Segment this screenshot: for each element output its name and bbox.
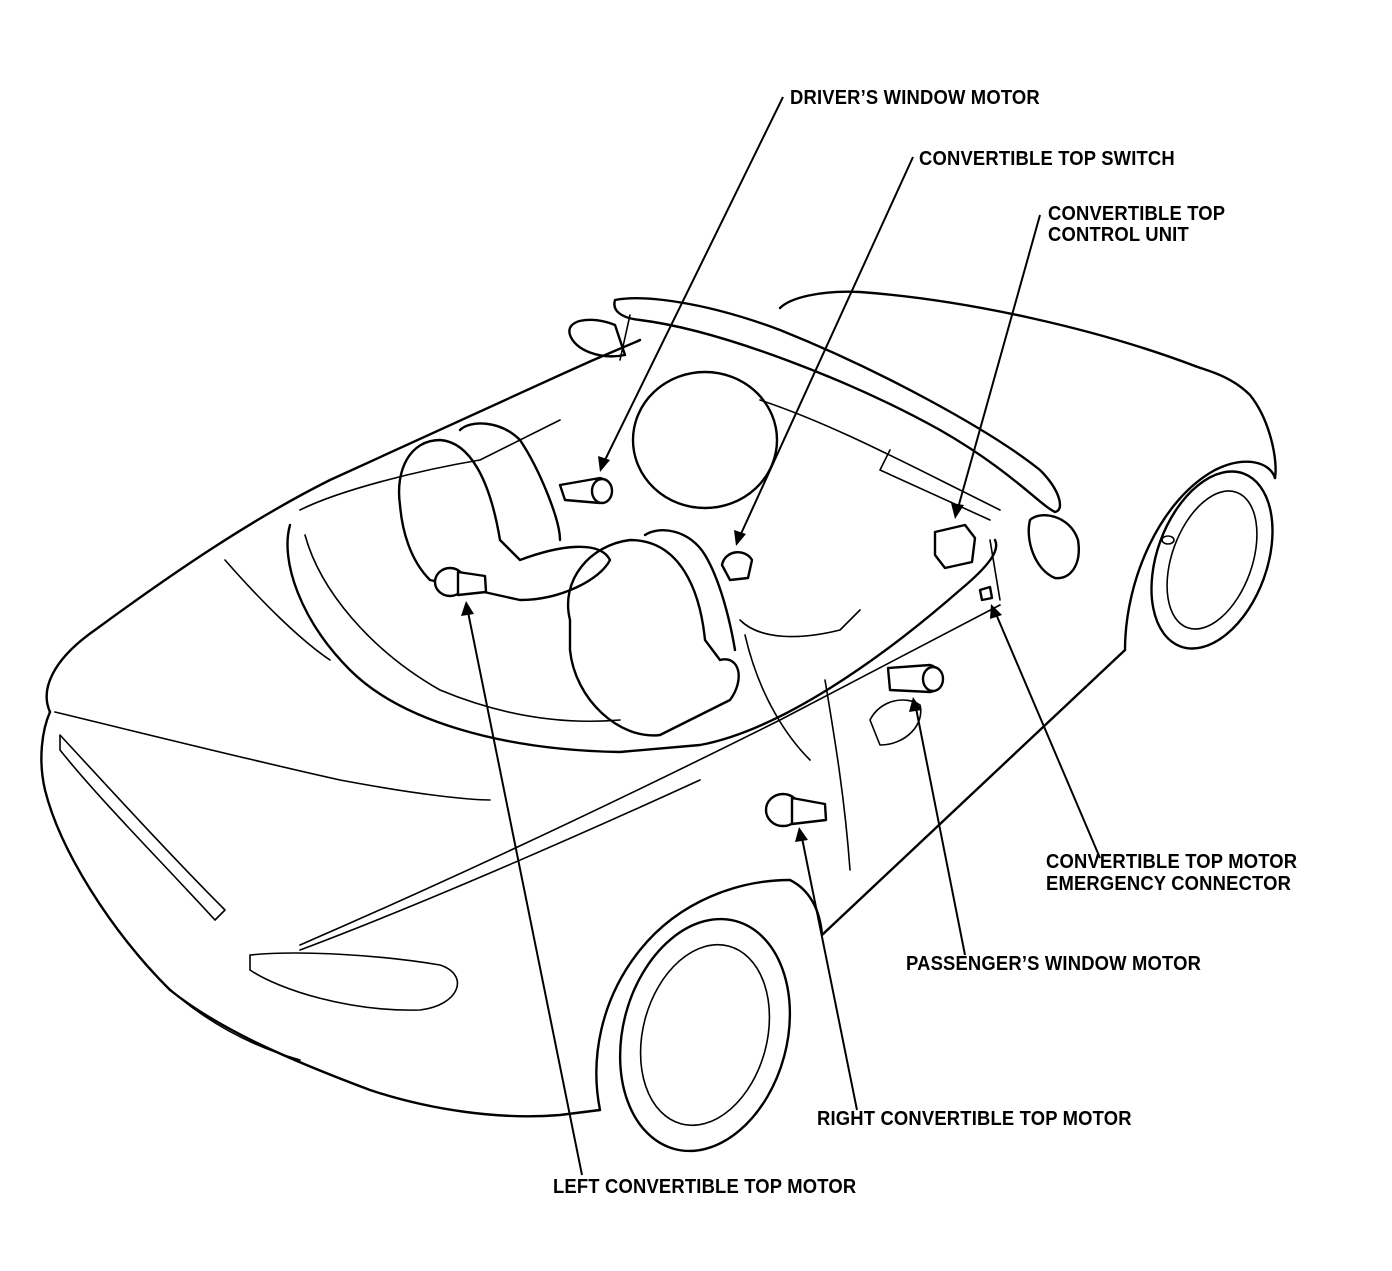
arrow-drivers-window-motor — [598, 456, 610, 472]
label-convertible-top-switch: CONVERTIBLE TOP SWITCH — [919, 148, 1175, 170]
arrow-convertible-top-switch — [734, 530, 746, 546]
label-emergency-connector-line2: EMERGENCY CONNECTOR — [1046, 873, 1292, 895]
leader-convertible-top-control-unit — [957, 214, 1041, 509]
leader-convertible-top-switch — [739, 156, 914, 537]
label-passengers-window-motor: PASSENGER’S WINDOW MOTOR — [906, 953, 1202, 975]
leader-emergency-connector — [995, 613, 1101, 859]
emergency-connector-part — [978, 585, 994, 602]
left-convertible-top-motor-part — [433, 566, 488, 598]
arrow-convertible-top-control-unit — [951, 503, 964, 519]
arrow-right-convertible-top-motor — [795, 827, 808, 842]
label-left-convertible-top-motor: LEFT CONVERTIBLE TOP MOTOR — [553, 1176, 857, 1198]
arrow-passengers-window-motor — [909, 697, 922, 712]
convertible-top-control-unit-part — [933, 523, 977, 570]
passengers-window-motor-part — [886, 663, 945, 694]
label-convertible-top-control-unit-line2: CONTROL UNIT — [1048, 224, 1189, 246]
leader-left-convertible-top-motor — [467, 611, 583, 1176]
drivers-window-motor-part — [558, 476, 614, 505]
label-convertible-top-control-unit-line1: CONVERTIBLE TOP — [1048, 203, 1226, 225]
label-emergency-connector-line1: CONVERTIBLE TOP MOTOR — [1046, 851, 1298, 873]
label-right-convertible-top-motor: RIGHT CONVERTIBLE TOP MOTOR — [817, 1108, 1132, 1130]
leader-lines — [461, 96, 1101, 1176]
right-convertible-top-motor-part — [764, 792, 828, 828]
convertible-top-switch-part — [720, 551, 754, 582]
arrow-left-convertible-top-motor — [461, 601, 474, 616]
leader-right-convertible-top-motor — [801, 837, 858, 1111]
arrow-emergency-connector — [990, 604, 1002, 619]
car-body-outline — [40, 290, 1277, 1153]
leader-passengers-window-motor — [915, 707, 966, 956]
leader-drivers-window-motor — [603, 96, 784, 463]
label-drivers-window-motor: DRIVER’S WINDOW MOTOR — [790, 87, 1040, 109]
